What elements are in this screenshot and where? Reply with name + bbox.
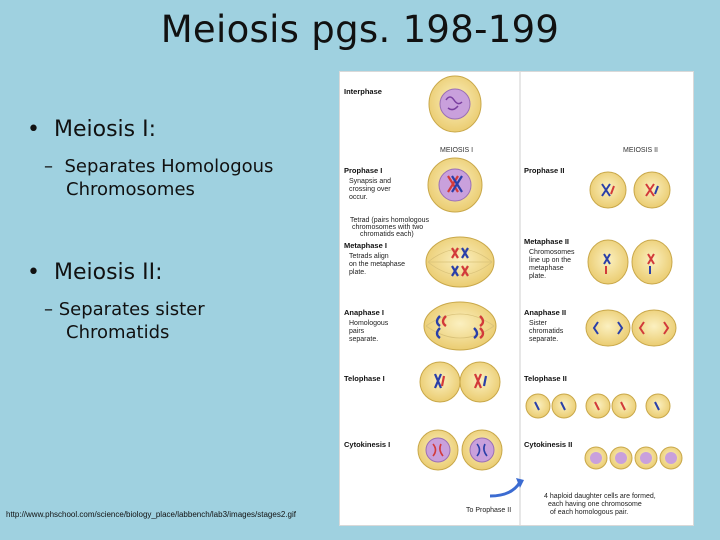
desc-metaphase-1-line2: on the metaphase (349, 261, 405, 268)
label-interphase: Interphase (344, 87, 382, 96)
sub-bullet-line1: – Separates sister (44, 299, 205, 320)
cell-interphase (428, 75, 482, 133)
desc-anaphase-1-line2: pairs (349, 328, 365, 335)
bullet-dot: • (27, 117, 40, 142)
result-desc-line3: of each homologous pair. (550, 509, 628, 516)
label-cytokinesis-1: Cytokinesis I (344, 440, 390, 449)
cell-prophase-1 (427, 157, 483, 213)
result-desc-line2: each having one chromosome (548, 501, 642, 508)
desc-metaphase-1-line1: Tetrads align (349, 253, 389, 260)
tetrad-note-line2: chromosomes with two (352, 224, 423, 231)
cell-cytokinesis-1 (417, 429, 503, 471)
desc-metaphase-2-line2: line up on the (529, 257, 571, 264)
source-url: http://www.phschool.com/science/biology_… (6, 510, 296, 519)
label-anaphase-1: Anaphase I (344, 308, 384, 317)
tetrad-note-line3: chromatids each) (360, 231, 414, 238)
bullet-label: Meiosis II: (53, 260, 163, 285)
desc-anaphase-1-line1: Homologous (349, 320, 389, 327)
desc-anaphase-1-line3: separate. (349, 336, 378, 343)
bullet-meiosis-2: • Meiosis II: (27, 260, 163, 285)
bullet-label: Meiosis I: (53, 117, 157, 142)
cell-telophase-1 (419, 361, 501, 403)
sub-bullet-line1: Separates Homologous (64, 156, 274, 177)
bullet-dot: • (27, 260, 40, 285)
arrow-head-icon (516, 478, 524, 488)
cell-metaphase-2 (587, 239, 673, 285)
slide-title: Meiosis pgs. 198-199 (160, 8, 560, 51)
desc-prophase-1-line3: occur. (349, 194, 368, 201)
label-prophase-1: Prophase I (344, 166, 382, 175)
label-telophase-2: Telophase II (524, 374, 567, 383)
sub-bullet-sister: – Separates sister Chromatids (44, 299, 334, 344)
desc-metaphase-2-line3: metaphase (529, 265, 564, 272)
meiosis-diagram: Interphase MEIOSIS I MEIOSIS II Prophase… (339, 71, 694, 526)
header-meiosis-2: MEIOSIS II (623, 147, 658, 154)
desc-metaphase-1-line3: plate. (349, 269, 366, 276)
label-cytokinesis-2: Cytokinesis II (524, 440, 572, 449)
cells-cytokinesis-2 (584, 446, 683, 470)
arrow-to-prophase-2 (489, 481, 522, 498)
tetrad-note-line1: Tetrad (pairs homologous (350, 217, 429, 224)
label-metaphase-2: Metaphase II (524, 237, 569, 246)
sub-bullet-line2: Chromosomes (66, 178, 195, 200)
sub-bullet-homologous: – Separates Homologous Chromosomes (44, 156, 334, 201)
desc-metaphase-2-line4: plate. (529, 273, 546, 280)
cells-telophase-2 (525, 393, 671, 419)
desc-anaphase-2-line1: Sister (529, 320, 548, 327)
desc-anaphase-2-line3: separate. (529, 336, 558, 343)
label-to-prophase-2: To Prophase II (466, 507, 511, 514)
cell-anaphase-1 (423, 301, 497, 351)
label-anaphase-2: Anaphase II (524, 308, 566, 317)
label-metaphase-1: Metaphase I (344, 241, 387, 250)
label-prophase-2: Prophase II (524, 166, 564, 175)
cell-metaphase-1 (425, 236, 495, 288)
desc-prophase-1-line2: crossing over (349, 186, 391, 193)
result-desc-line1: 4 haploid daughter cells are formed, (544, 493, 656, 500)
desc-anaphase-2-line2: chromatids (529, 328, 564, 335)
header-meiosis-1: MEIOSIS I (440, 147, 473, 154)
sub-bullet-dash: – (44, 156, 59, 177)
cell-prophase-2 (589, 171, 671, 209)
bullet-meiosis-1: • Meiosis I: (27, 117, 156, 142)
sub-bullet-line2: Chromatids (66, 321, 170, 343)
desc-prophase-1-line1: Synapsis and (349, 178, 391, 185)
label-telophase-1: Telophase I (344, 374, 385, 383)
desc-metaphase-2-line1: Chromosomes (529, 249, 575, 256)
cell-anaphase-2 (585, 309, 677, 347)
